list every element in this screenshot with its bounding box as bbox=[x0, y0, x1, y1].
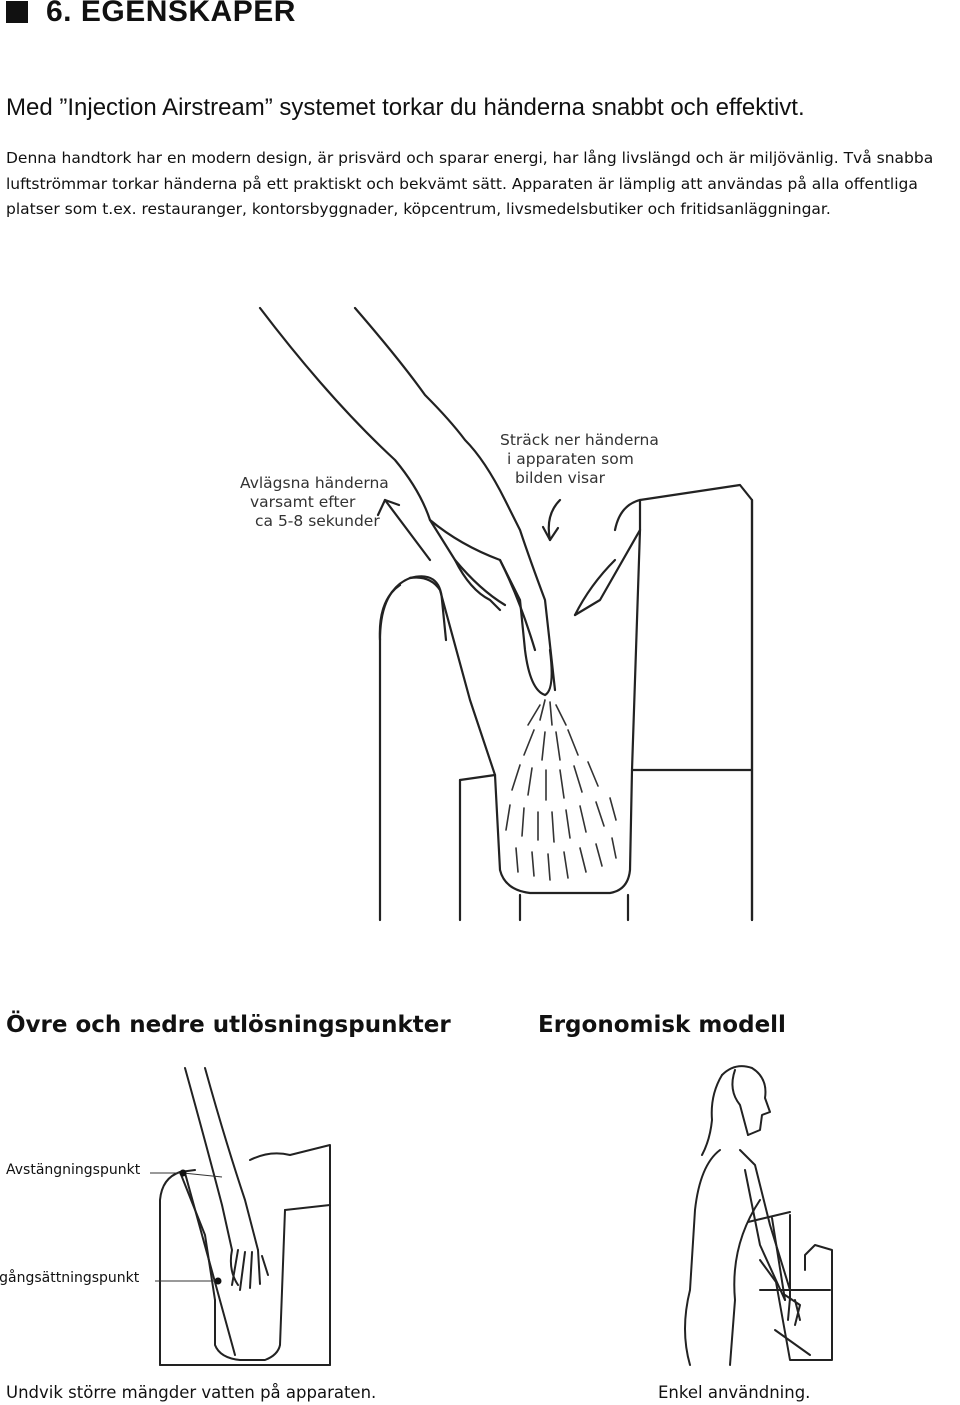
upper-trigger-label: Avstängningspunkt bbox=[6, 1162, 141, 1178]
upper-trigger-dot bbox=[179, 1169, 187, 1177]
left-panel-caption: Undvik större mängder vatten på apparate… bbox=[6, 1383, 377, 1402]
right-panel-title: Ergonomisk modell bbox=[538, 1012, 786, 1038]
lower-trigger-label: Igångsättningspunkt bbox=[0, 1270, 140, 1286]
section-title: 6. EGENSKAPER bbox=[46, 0, 296, 28]
lower-trigger-dot bbox=[214, 1277, 222, 1285]
insert-arrow bbox=[547, 498, 562, 542]
main-hand-dryer-illustration: Avlägsna händerna varsamt efter ca 5-8 s… bbox=[240, 306, 754, 922]
dryer-front-left bbox=[378, 575, 448, 922]
right-annotation-line-3: bilden visar bbox=[515, 469, 606, 487]
body-paragraph: Denna handtork har en modern design, är … bbox=[6, 149, 934, 218]
main-figure-annotations: Avlägsna händerna varsamt efter ca 5-8 s… bbox=[240, 431, 659, 530]
left-panel-title: Övre och nedre utlösningspunkter bbox=[6, 1012, 451, 1038]
dryer-basin bbox=[493, 768, 634, 895]
ergonomic-model-illustration bbox=[684, 1065, 833, 1366]
trigger-points-illustration bbox=[150, 1067, 331, 1366]
heading-square-icon bbox=[6, 1, 28, 23]
dryer-back bbox=[630, 483, 754, 922]
lead-text: Med ”Injection Airstream” systemet torka… bbox=[6, 94, 805, 121]
remove-arrow bbox=[383, 498, 432, 562]
right-annotation-line-1: Sträck ner händerna bbox=[500, 431, 659, 449]
arm-inner bbox=[353, 306, 557, 692]
right-panel-caption: Enkel användning. bbox=[658, 1383, 811, 1402]
arm-outer bbox=[258, 306, 502, 612]
section-heading: 6. EGENSKAPER bbox=[0, 0, 296, 32]
right-annotation-line-2: i apparaten som bbox=[507, 450, 634, 468]
left-annotation-line-2: varsamt efter bbox=[250, 493, 356, 511]
left-annotation-line-1: Avlägsna händerna bbox=[240, 474, 389, 492]
left-annotation-line-3: ca 5-8 sekunder bbox=[255, 512, 380, 530]
airflow-streaks bbox=[505, 699, 617, 881]
